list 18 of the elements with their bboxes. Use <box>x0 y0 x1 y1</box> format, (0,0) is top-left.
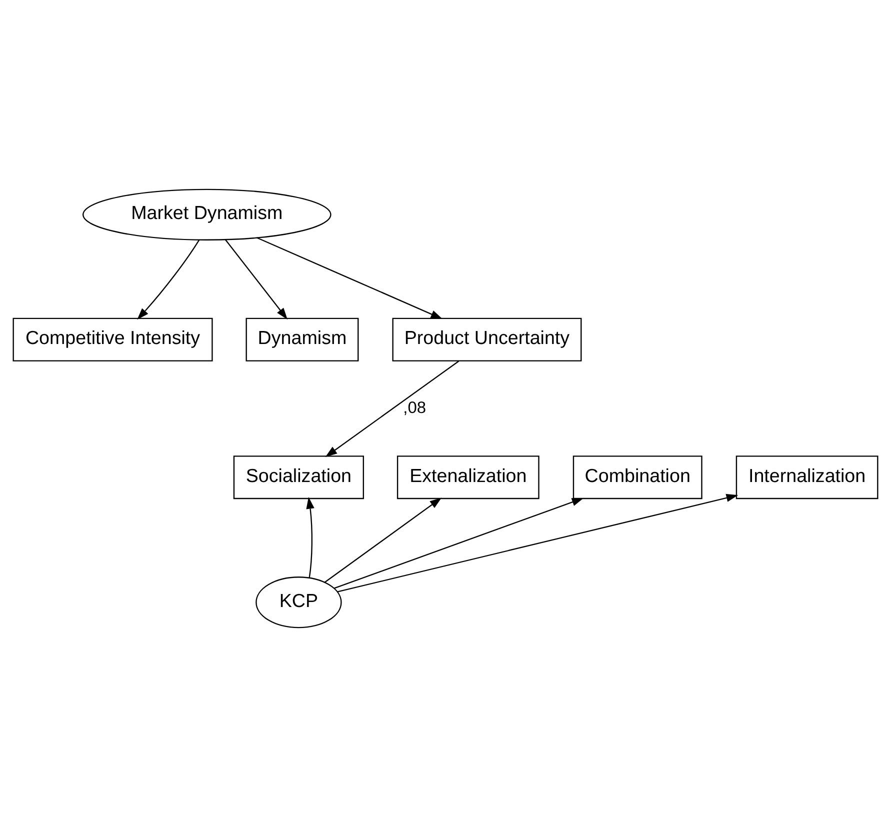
node-box: Socialization <box>233 455 364 499</box>
arrow <box>337 493 738 592</box>
node-box: Combination <box>572 455 702 499</box>
node-box: Product Uncertainty <box>392 317 582 361</box>
node-box: Extenalization <box>396 455 540 499</box>
node-box: Competitive Intensity <box>12 317 213 361</box>
edge-label: ,08 <box>403 398 426 416</box>
arrow <box>224 238 288 320</box>
arrow <box>324 497 442 582</box>
arrow <box>325 360 460 457</box>
arrow <box>334 498 584 588</box>
node-box: Internalization <box>736 455 878 499</box>
arrow <box>306 496 314 578</box>
node-box: Dynamism <box>246 317 359 361</box>
arrow <box>137 239 200 320</box>
node-ellipse: Market Dynamism <box>82 188 332 240</box>
arrow <box>256 236 443 319</box>
node-ellipse: KCP <box>256 576 342 628</box>
